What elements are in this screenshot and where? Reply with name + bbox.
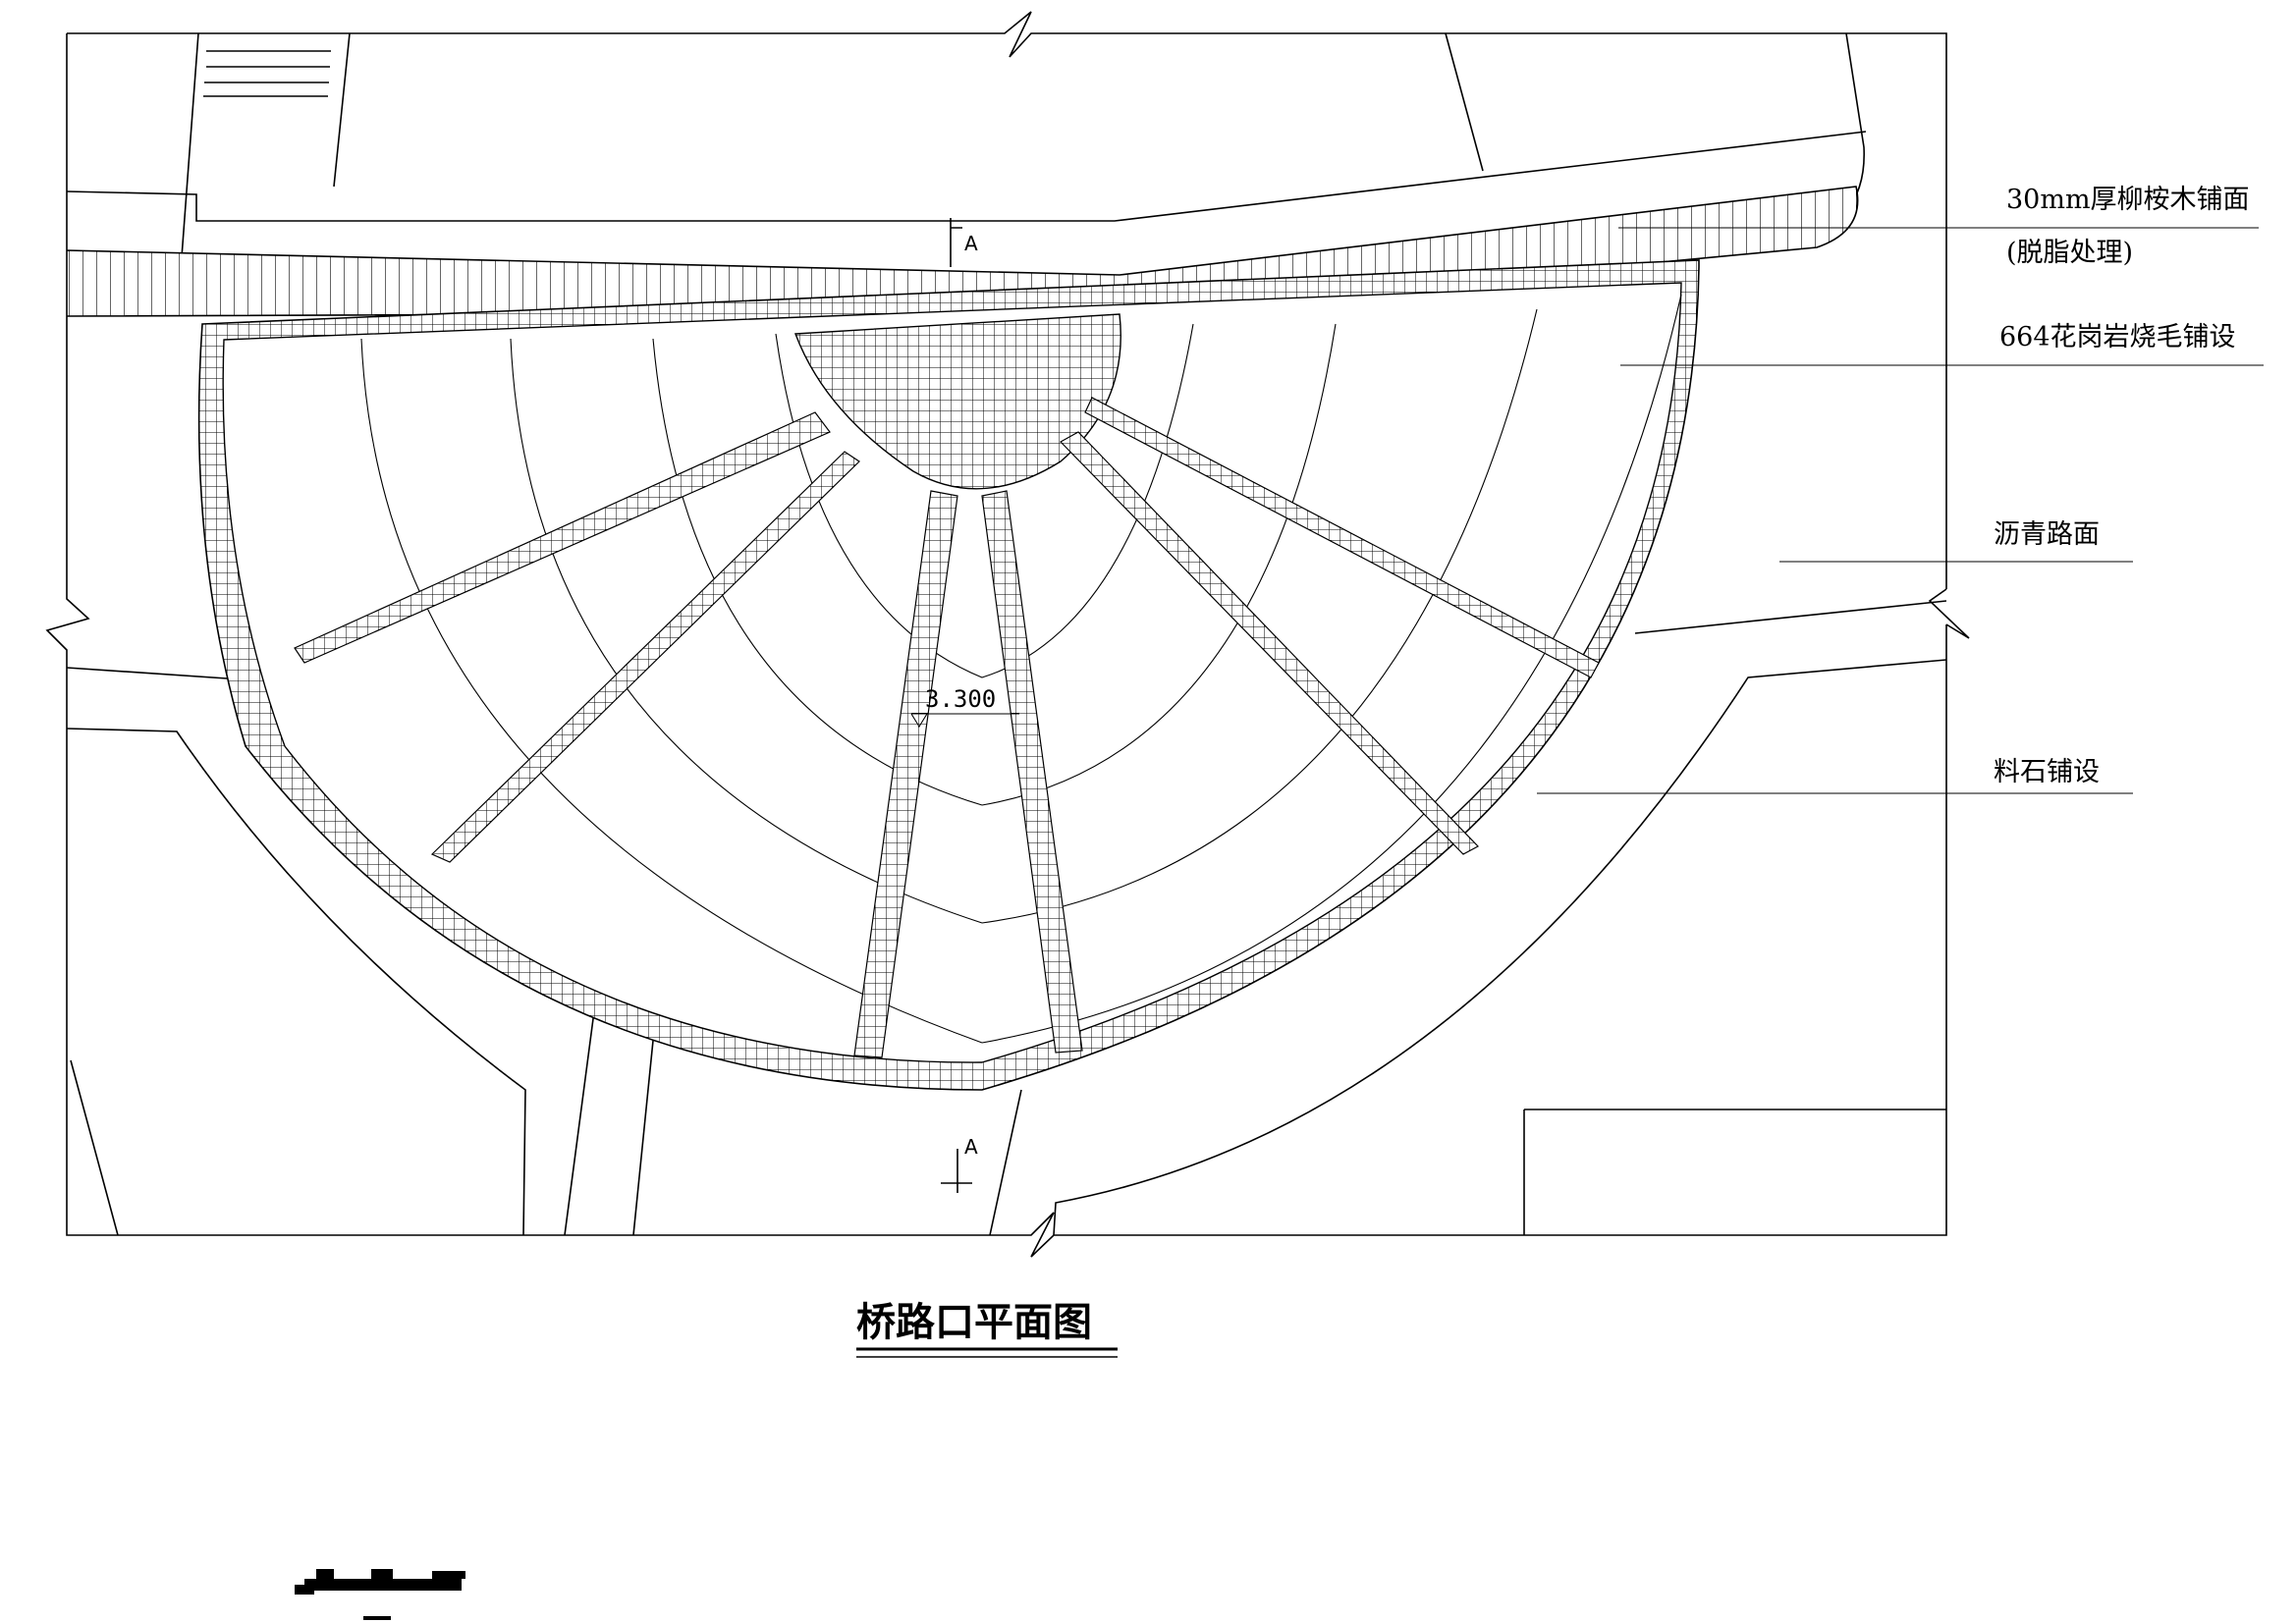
drawing-title-block: 桥路口平面图 <box>856 1299 1118 1358</box>
callout-leaders <box>1537 227 2264 794</box>
section-mark-bottom: A <box>941 1135 978 1193</box>
callout-asphalt: 沥青路面 <box>1994 519 2100 550</box>
svg-text:A: A <box>964 232 978 255</box>
callout-wood-deck: 30mm厚柳桉木铺面 <box>2006 185 2250 215</box>
svg-text:A: A <box>964 1135 978 1159</box>
callout-stone: 料石铺设 <box>1994 757 2100 787</box>
elevation-marker: 3.300 <box>910 685 1019 729</box>
callout-wood-note: (脱脂处理) <box>2006 238 2133 268</box>
callout-granite: 664花岗岩烧毛铺设 <box>1999 322 2236 352</box>
svg-text:3.300: 3.300 <box>925 685 996 713</box>
scale-bar-mark <box>295 1569 465 1620</box>
drawing-title: 桥路口平面图 <box>856 1299 1092 1345</box>
drawing-frame <box>45 11 1970 1258</box>
section-mark-top: A <box>950 218 978 267</box>
fan-plaza <box>197 259 1700 1091</box>
